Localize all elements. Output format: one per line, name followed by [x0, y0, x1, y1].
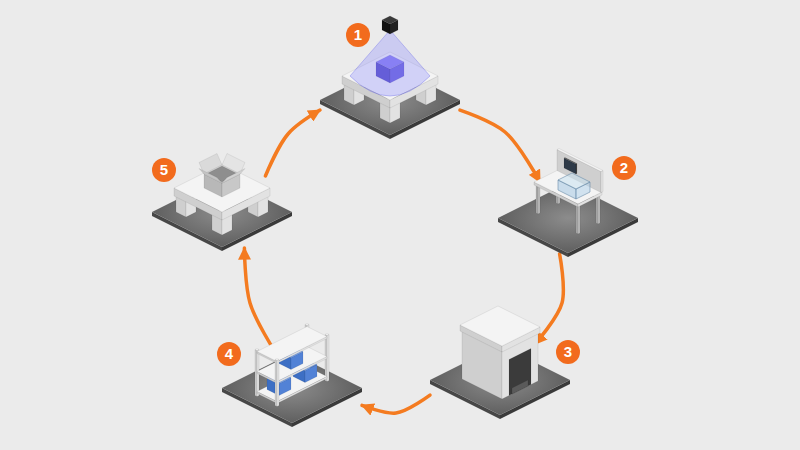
shelf-post	[275, 359, 279, 361]
station-art	[498, 182, 638, 254]
station: 1	[320, 64, 460, 136]
table-top	[174, 164, 270, 212]
monitor	[564, 158, 576, 174]
desk-leg	[598, 195, 600, 224]
station-drawing	[430, 306, 570, 419]
desk-leg	[538, 185, 540, 214]
shelf-post	[325, 334, 329, 336]
callout-number: 3	[556, 340, 580, 364]
desk-leg	[578, 205, 580, 234]
desk-panel	[601, 171, 603, 193]
shelf-board	[257, 327, 327, 362]
monitor	[576, 164, 577, 175]
shelf-post	[277, 360, 279, 407]
callout-number: 1	[346, 23, 370, 47]
station-art	[320, 64, 460, 136]
callout-number: 2	[612, 156, 636, 180]
box-inside	[206, 166, 238, 182]
station: 5	[152, 176, 292, 248]
flow-arrow	[265, 110, 320, 176]
flow-arrow	[460, 110, 540, 182]
station-drawing	[498, 149, 638, 258]
station-drawing	[320, 16, 460, 139]
station-art	[152, 176, 292, 248]
arch-cap	[460, 306, 540, 346]
arch-opening	[509, 349, 531, 396]
shelf-post	[255, 349, 259, 351]
glass-box	[558, 173, 590, 189]
shelf-post	[305, 324, 309, 326]
station: 3	[430, 344, 570, 416]
station-drawing	[152, 154, 292, 252]
station-art	[222, 352, 362, 424]
monitor	[564, 158, 577, 165]
station: 4	[222, 352, 362, 424]
arch-belt	[512, 380, 528, 394]
station: 2	[498, 182, 638, 254]
flow-arrow	[362, 395, 430, 413]
flow-arrow	[244, 248, 275, 352]
box-flap	[222, 169, 245, 184]
station-drawing	[222, 324, 362, 428]
station-art	[430, 344, 570, 416]
callout-number: 4	[217, 342, 241, 366]
camera	[382, 16, 398, 24]
box-flap	[199, 169, 222, 184]
callout-number: 5	[152, 158, 176, 182]
